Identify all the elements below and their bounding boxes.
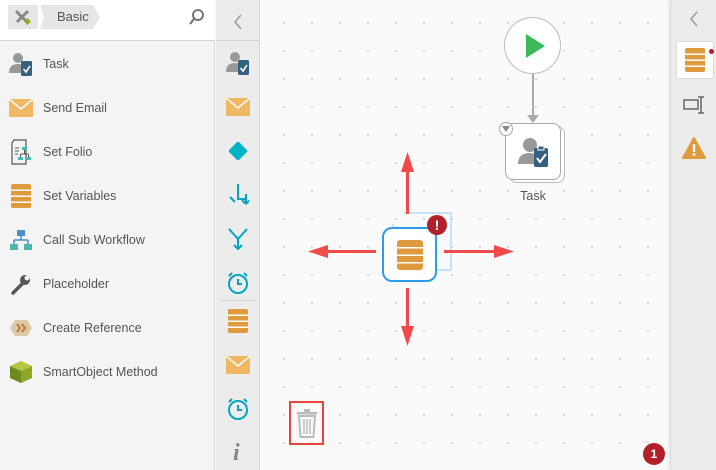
toolbox-item-label: Set Folio bbox=[43, 145, 93, 159]
breadcrumb-basic[interactable]: Basic bbox=[40, 5, 100, 29]
task-icon bbox=[518, 137, 548, 167]
arrowhead-up bbox=[401, 152, 414, 172]
trash-icon bbox=[296, 409, 317, 438]
set-folio-icon bbox=[8, 139, 34, 165]
error-badge[interactable]: ! bbox=[427, 215, 447, 235]
search-icon[interactable] bbox=[188, 8, 206, 26]
toolbar-timer-button[interactable] bbox=[216, 395, 260, 425]
triangle-down-icon bbox=[502, 126, 510, 132]
toolbar-info-button[interactable]: i bbox=[216, 437, 260, 467]
toolbox-item-task[interactable]: Task bbox=[0, 42, 215, 86]
task-node[interactable] bbox=[505, 123, 561, 180]
set-variables-icon bbox=[8, 183, 34, 209]
sub-workflow-icon bbox=[8, 227, 34, 253]
decision-icon bbox=[227, 140, 249, 165]
connector-arrowhead bbox=[527, 115, 539, 123]
toolbox-item-create-reference[interactable]: Create Reference bbox=[0, 306, 215, 350]
merge-icon bbox=[227, 227, 249, 254]
collapse-left-button[interactable] bbox=[216, 3, 260, 41]
toolbox-item-send-email[interactable]: Send Email bbox=[0, 86, 215, 130]
chevron-left-icon bbox=[690, 11, 698, 27]
set-variables-icon bbox=[228, 308, 248, 336]
toolbox-item-label: Task bbox=[43, 57, 69, 71]
svg-text:i: i bbox=[233, 440, 240, 463]
set-variables-icon bbox=[396, 239, 423, 270]
set-variables-node[interactable] bbox=[382, 227, 437, 282]
toolbar-timer-button[interactable] bbox=[216, 269, 260, 299]
toolbox-item-set-folio[interactable]: Set Folio bbox=[0, 130, 215, 174]
drag-arrow-left[interactable] bbox=[326, 250, 376, 253]
toolbar-split-button[interactable] bbox=[216, 181, 260, 211]
task-icon bbox=[8, 51, 34, 77]
split-icon bbox=[227, 183, 251, 210]
toolbar-merge-button[interactable] bbox=[216, 225, 260, 255]
set-variables-icon bbox=[685, 48, 705, 72]
task-icon bbox=[225, 50, 251, 79]
collapse-right-button[interactable] bbox=[671, 5, 716, 33]
properties-panel bbox=[670, 0, 716, 470]
toolbox-item-smartobject-method[interactable]: SmartObject Method bbox=[0, 350, 215, 394]
workflow-canvas[interactable]: Task ! 1 bbox=[261, 0, 670, 470]
play-icon bbox=[525, 33, 545, 58]
notification-badge[interactable]: 1 bbox=[643, 443, 665, 465]
drag-arrow-up[interactable] bbox=[406, 170, 409, 214]
rename-field-icon bbox=[683, 96, 704, 114]
email-icon bbox=[225, 354, 251, 377]
task-node-label: Task bbox=[520, 189, 546, 203]
toolbar-task-button[interactable] bbox=[216, 49, 260, 79]
toolbox-item-label: Set Variables bbox=[43, 189, 117, 203]
toolbox-item-placeholder[interactable]: Placeholder bbox=[0, 262, 215, 306]
toolbar-email-button[interactable] bbox=[216, 351, 260, 381]
toolbox-item-label: Call Sub Workflow bbox=[43, 233, 145, 247]
arrowhead-left bbox=[308, 245, 328, 258]
timer-icon bbox=[226, 271, 250, 298]
reference-icon bbox=[8, 315, 34, 341]
connector-line bbox=[532, 74, 534, 118]
drag-arrow-down[interactable] bbox=[406, 288, 409, 330]
tools-breadcrumb[interactable] bbox=[8, 5, 38, 29]
email-icon bbox=[8, 95, 34, 121]
tools-icon bbox=[14, 9, 32, 26]
arrowhead-right bbox=[494, 245, 514, 258]
chevron-left-icon bbox=[234, 14, 242, 29]
info-icon: i bbox=[230, 439, 246, 466]
wrench-icon bbox=[8, 271, 34, 297]
toolbar-set-variables-button[interactable] bbox=[216, 307, 260, 337]
toolbar-divider bbox=[220, 300, 256, 301]
arrowhead-down bbox=[401, 326, 414, 346]
toolbox-header: Basic bbox=[0, 0, 215, 41]
tab-properties[interactable] bbox=[683, 95, 707, 118]
node-menu-toggle[interactable] bbox=[499, 122, 513, 136]
toolbar-strip: i bbox=[216, 0, 260, 470]
toolbox-item-label: Create Reference bbox=[43, 321, 142, 335]
toolbox-item-label: Placeholder bbox=[43, 277, 110, 291]
toolbox-item-call-sub-workflow[interactable]: Call Sub Workflow bbox=[0, 218, 215, 262]
tab-warnings[interactable] bbox=[682, 137, 706, 162]
start-node[interactable] bbox=[504, 17, 561, 74]
smartobject-icon bbox=[8, 359, 34, 385]
toolbox-item-label: SmartObject Method bbox=[43, 365, 158, 379]
delete-drop-zone[interactable] bbox=[289, 401, 324, 445]
timer-icon bbox=[226, 397, 250, 424]
toolbar-email-button[interactable] bbox=[216, 93, 260, 123]
toolbox-item-set-variables[interactable]: Set Variables bbox=[0, 174, 215, 218]
drag-arrow-right[interactable] bbox=[444, 250, 496, 253]
toolbox-item-label: Send Email bbox=[43, 101, 107, 115]
unsaved-dot bbox=[709, 49, 714, 54]
warning-icon bbox=[682, 137, 706, 159]
toolbar-decision-button[interactable] bbox=[216, 137, 260, 167]
email-icon bbox=[225, 96, 251, 119]
tab-variables[interactable] bbox=[676, 41, 714, 79]
